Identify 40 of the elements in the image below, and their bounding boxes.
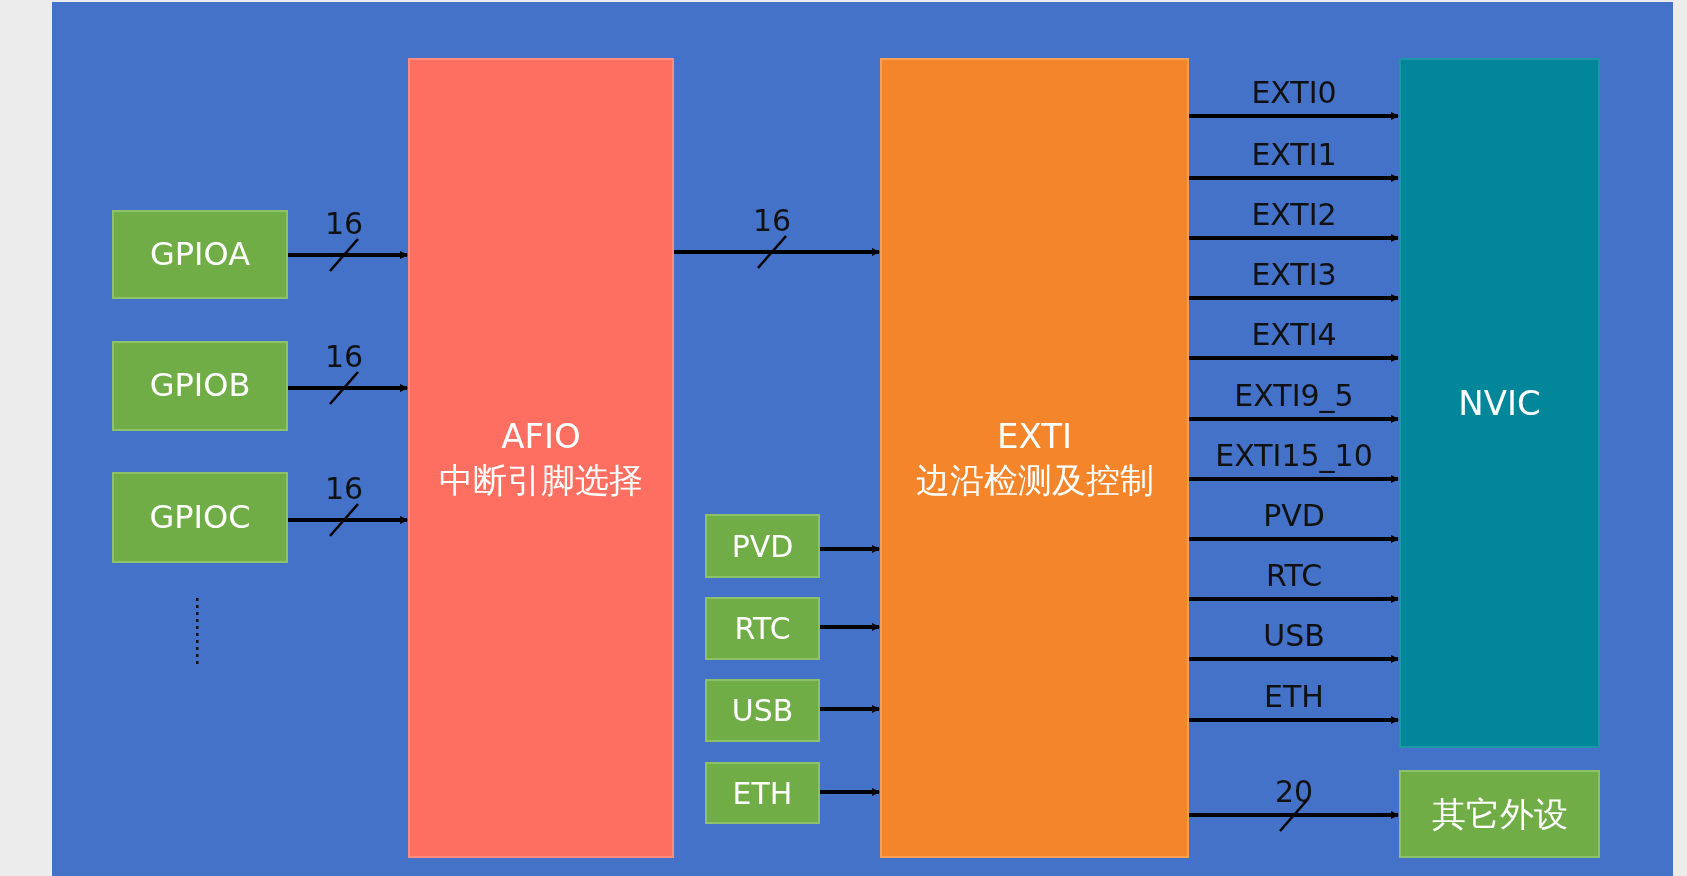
edge-label: 16 bbox=[324, 209, 364, 239]
edge-label: PVD bbox=[1263, 501, 1325, 531]
edge-label: EXTI3 bbox=[1251, 260, 1337, 290]
edge-label: EXTI1 bbox=[1251, 140, 1337, 170]
box-subtitle: 中断引脚选择 bbox=[439, 459, 643, 502]
process-box bbox=[705, 679, 820, 742]
box-title: ETH bbox=[732, 774, 793, 813]
edge-label: RTC bbox=[1265, 561, 1323, 591]
box-title: NVIC bbox=[1458, 381, 1541, 425]
process-box bbox=[408, 58, 674, 858]
edge-label: EXTI9_5 bbox=[1234, 381, 1354, 411]
edge-label: EXTI15_10 bbox=[1215, 441, 1373, 471]
box-title: GPIOC bbox=[149, 496, 251, 538]
box-title: USB bbox=[731, 692, 794, 730]
process-box bbox=[112, 341, 288, 431]
edge-label: ETH bbox=[1264, 682, 1324, 712]
process-box bbox=[705, 597, 820, 660]
box-title: AFIO bbox=[501, 414, 581, 458]
process-box bbox=[112, 472, 288, 563]
box-title: GPIOA bbox=[149, 233, 250, 275]
process-box bbox=[705, 762, 820, 824]
process-box bbox=[1399, 770, 1600, 858]
box-subtitle: 边沿检测及控制 bbox=[915, 459, 1154, 502]
edge-label: EXTI0 bbox=[1251, 78, 1337, 108]
edge-label: USB bbox=[1263, 621, 1325, 651]
process-box bbox=[112, 210, 288, 299]
box-title: RTC bbox=[734, 610, 791, 648]
edge-label: 16 bbox=[324, 474, 364, 504]
box-title: 其它外设 bbox=[1431, 792, 1568, 836]
edge-label: 16 bbox=[752, 206, 792, 236]
process-box bbox=[880, 58, 1189, 858]
edge-label: 16 bbox=[324, 342, 364, 372]
box-title: GPIOB bbox=[149, 365, 251, 407]
edge-label: EXTI2 bbox=[1251, 200, 1337, 230]
process-box bbox=[705, 514, 820, 578]
edge-label: EXTI4 bbox=[1251, 320, 1337, 350]
box-title: PVD bbox=[731, 527, 794, 566]
box-title: EXTI bbox=[997, 414, 1072, 458]
edge-label: 20 bbox=[1274, 777, 1314, 807]
process-box bbox=[1399, 58, 1600, 748]
